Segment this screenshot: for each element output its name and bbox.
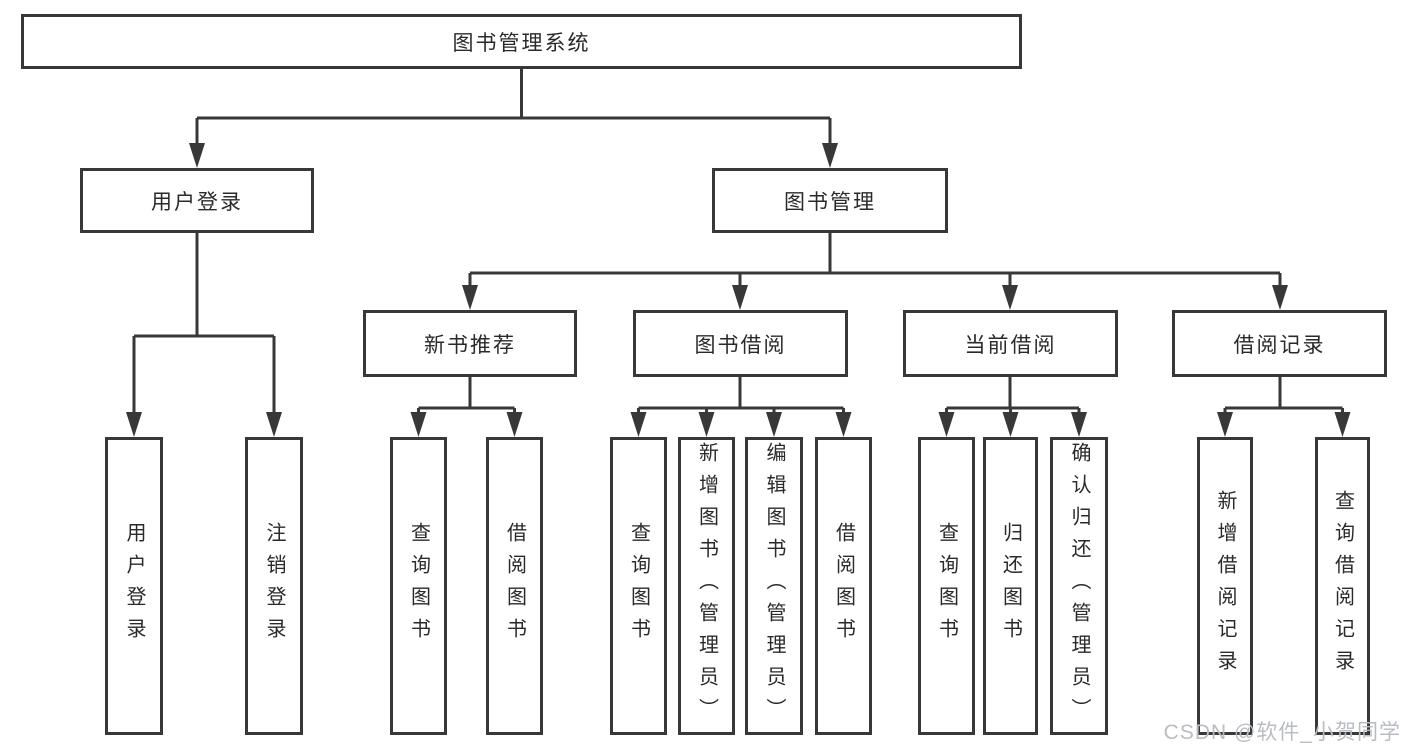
leaf-query-books-recommend: 查询图书	[390, 437, 447, 735]
node-label: 图书管理系统	[452, 31, 591, 55]
node-label: 新增借阅记录	[1214, 490, 1236, 682]
node-label: 新书推荐	[424, 333, 516, 357]
node-label: 查询图书	[627, 522, 650, 650]
node-label: 借阅图书	[503, 522, 526, 650]
connector-lines	[132, 69, 1344, 416]
csdn-watermark: CSDN @软件_小贺同学	[1163, 721, 1401, 744]
node-label: 图书管理	[784, 190, 876, 214]
node-label: 用户登录	[123, 522, 145, 650]
node-borrowing-records: 借阅记录	[1172, 310, 1387, 377]
leaf-query-books: 查询图书	[610, 437, 667, 735]
node-label: 归还图书	[999, 522, 1022, 650]
node-label: 图书借阅	[694, 333, 787, 357]
node-library-management-system: 图书管理系统	[21, 14, 1022, 69]
leaf-add-borrow-record: 新增借阅记录	[1197, 437, 1253, 735]
leaf-logout: 注销登录	[245, 437, 303, 735]
leaf-borrow-books: 借阅图书	[815, 437, 872, 735]
node-label: 用户登录	[151, 190, 243, 214]
arrowhead-icons	[126, 143, 1351, 437]
leaf-return-books: 归还图书	[983, 437, 1038, 735]
node-label: 查询图书	[935, 522, 958, 650]
node-book-management: 图书管理	[712, 168, 948, 233]
leaf-query-books-current: 查询图书	[918, 437, 975, 735]
leaf-confirm-return-admin: 确认归还（管理员）	[1050, 437, 1108, 735]
leaf-user-login: 用户登录	[105, 437, 163, 735]
node-label: 当前借阅	[964, 333, 1057, 357]
leaf-add-books-admin: 新增图书（管理员）	[678, 437, 735, 735]
node-new-book-recommend: 新书推荐	[363, 310, 577, 377]
node-label: 确认归还（管理员）	[1068, 442, 1090, 730]
leaf-borrow-books-recommend: 借阅图书	[486, 437, 543, 735]
node-label: 借阅图书	[832, 522, 855, 650]
leaf-edit-books-admin: 编辑图书（管理员）	[745, 437, 803, 735]
leaf-query-borrow-record: 查询借阅记录	[1315, 437, 1370, 735]
node-label: 查询借阅记录	[1331, 490, 1354, 682]
node-label: 新增图书（管理员）	[695, 442, 718, 730]
node-label: 查询图书	[407, 522, 430, 650]
node-book-borrowing: 图书借阅	[633, 310, 848, 377]
node-label: 借阅记录	[1233, 333, 1326, 357]
node-label: 注销登录	[263, 522, 285, 650]
node-user-login: 用户登录	[80, 168, 314, 233]
node-current-borrowing: 当前借阅	[903, 310, 1118, 377]
node-label: 编辑图书（管理员）	[763, 442, 785, 730]
